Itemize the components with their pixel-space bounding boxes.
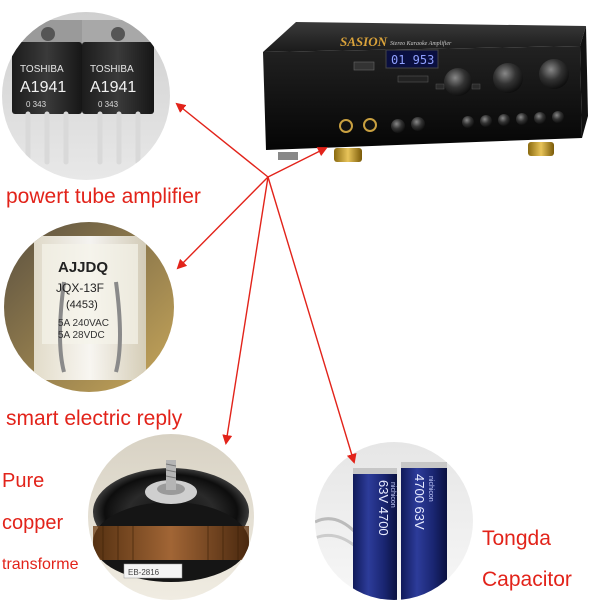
capacitor-photo: 63V 4700 nichicon 4700 63V nichicon bbox=[315, 442, 473, 600]
amp-foot-left bbox=[334, 148, 362, 162]
amp-foot-right bbox=[528, 142, 554, 156]
capacitor-right-brand: nichicon bbox=[427, 476, 434, 502]
capacitor-left-text: 63V 4700 bbox=[376, 480, 391, 536]
caption-capacitor-line1: Tongda bbox=[482, 527, 551, 550]
amp-knob-2 bbox=[493, 63, 523, 93]
amplifier-photo: SASION Stereo Karaoke Amplifier 01 953 bbox=[258, 12, 588, 172]
transformer-label-sticker bbox=[123, 563, 183, 579]
relay-model: JQX-13F bbox=[56, 281, 104, 295]
arrow-to-capacitor bbox=[267, 176, 357, 464]
transistor-left-code: 0 343 bbox=[26, 100, 47, 109]
caption-transformer-line3: transforme bbox=[2, 556, 79, 573]
amp-knob-3 bbox=[539, 59, 569, 89]
amp-knob-1 bbox=[444, 68, 472, 96]
transistor-right-part: A1941 bbox=[90, 79, 136, 96]
capacitor-right-text: 4700 63V bbox=[412, 474, 427, 530]
transistor-photo: TOSHIBA A1941 0 343 TOSHIBA A1941 0 343 bbox=[2, 12, 170, 180]
amp-model-text: Stereo Karaoke Amplifier bbox=[390, 40, 452, 47]
amp-brand-text: SASION bbox=[340, 34, 388, 49]
caption-relay: smart electric reply bbox=[6, 407, 183, 430]
capacitor-left bbox=[353, 468, 397, 600]
relay-rating-ac: 5A 240VAC bbox=[58, 318, 109, 329]
caption-capacitor-line2: Capacitor bbox=[482, 568, 572, 591]
arrow-to-transformer bbox=[222, 176, 269, 445]
transistor-left-part: A1941 bbox=[20, 79, 66, 96]
relay-photo: AJJDQ JQX-13F (4453) 5A 240VAC 5A 28VDC bbox=[4, 222, 174, 392]
transistor-left bbox=[12, 42, 82, 114]
transistor-right bbox=[82, 42, 154, 114]
transformer-photo: EB-2816 bbox=[88, 434, 254, 600]
arrow-to-transistors bbox=[175, 102, 269, 178]
relay-code: (4453) bbox=[66, 299, 98, 311]
amp-display-digits: 01 953 bbox=[391, 53, 434, 67]
amp-display bbox=[385, 49, 439, 69]
capacitor-right bbox=[401, 462, 447, 600]
transistor-right-code: 0 343 bbox=[98, 100, 119, 109]
caption-power-tube: powert tube amplifier bbox=[6, 185, 201, 208]
transistor-right-brand: TOSHIBA bbox=[90, 64, 134, 75]
transistor-left-brand: TOSHIBA bbox=[20, 64, 64, 75]
caption-transformer-line2: copper bbox=[2, 512, 64, 534]
transformer-bolt bbox=[166, 460, 176, 490]
relay-rating-dc: 5A 28VDC bbox=[58, 330, 105, 341]
transformer-label: EB-2816 bbox=[128, 568, 160, 577]
capacitor-left-brand: nichicon bbox=[389, 482, 396, 508]
relay-brand: AJJDQ bbox=[58, 259, 108, 276]
caption-transformer-line1: Pure bbox=[2, 470, 45, 492]
